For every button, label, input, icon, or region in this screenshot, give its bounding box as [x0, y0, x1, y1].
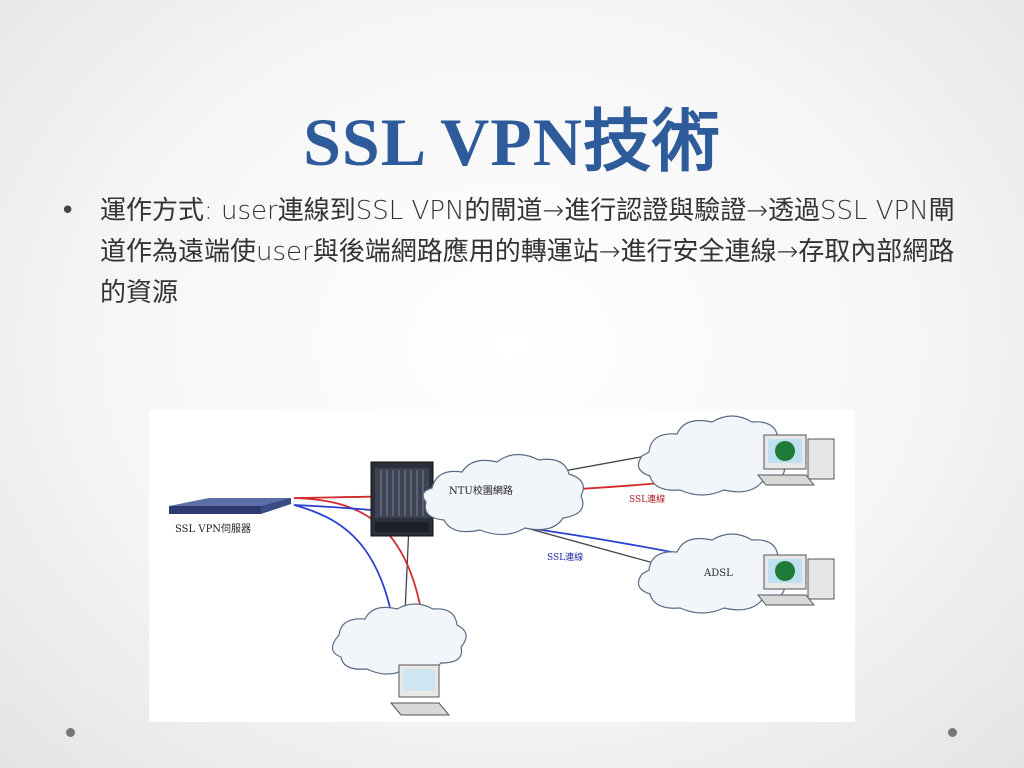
- pc-bottom-left: [389, 664, 451, 716]
- link-label-mid: SSL連線: [547, 553, 584, 563]
- cloud-center: [422, 453, 584, 536]
- cloud-bottom-left: [331, 603, 467, 675]
- cloud-bottom-right-label: ADSL: [704, 568, 733, 579]
- network-diagram: SSL VPN伺服器 NTU校園網路 ADSL SSL連線 SSL連線: [149, 410, 855, 722]
- link-label-top: SSL連線: [629, 495, 666, 505]
- pc-top-right: [756, 434, 835, 486]
- slide-corner-dot-right: [948, 728, 957, 737]
- slide-title: SSL VPN技術: [303, 104, 721, 180]
- bullet-marker: •: [60, 196, 76, 226]
- slide-corner-dot-left: [66, 728, 75, 737]
- ssl-vpn-server-device: [169, 498, 291, 514]
- pc-bottom-right: [756, 554, 835, 606]
- rack-server: [370, 461, 434, 537]
- cloud-center-label: NTU校園網路: [449, 486, 513, 497]
- bullet-text: 運作方式: user連線到SSL VPN的閘道→進行認證與驗證→透過SSL VP…: [100, 196, 955, 308]
- device-label: SSL VPN伺服器: [175, 524, 252, 535]
